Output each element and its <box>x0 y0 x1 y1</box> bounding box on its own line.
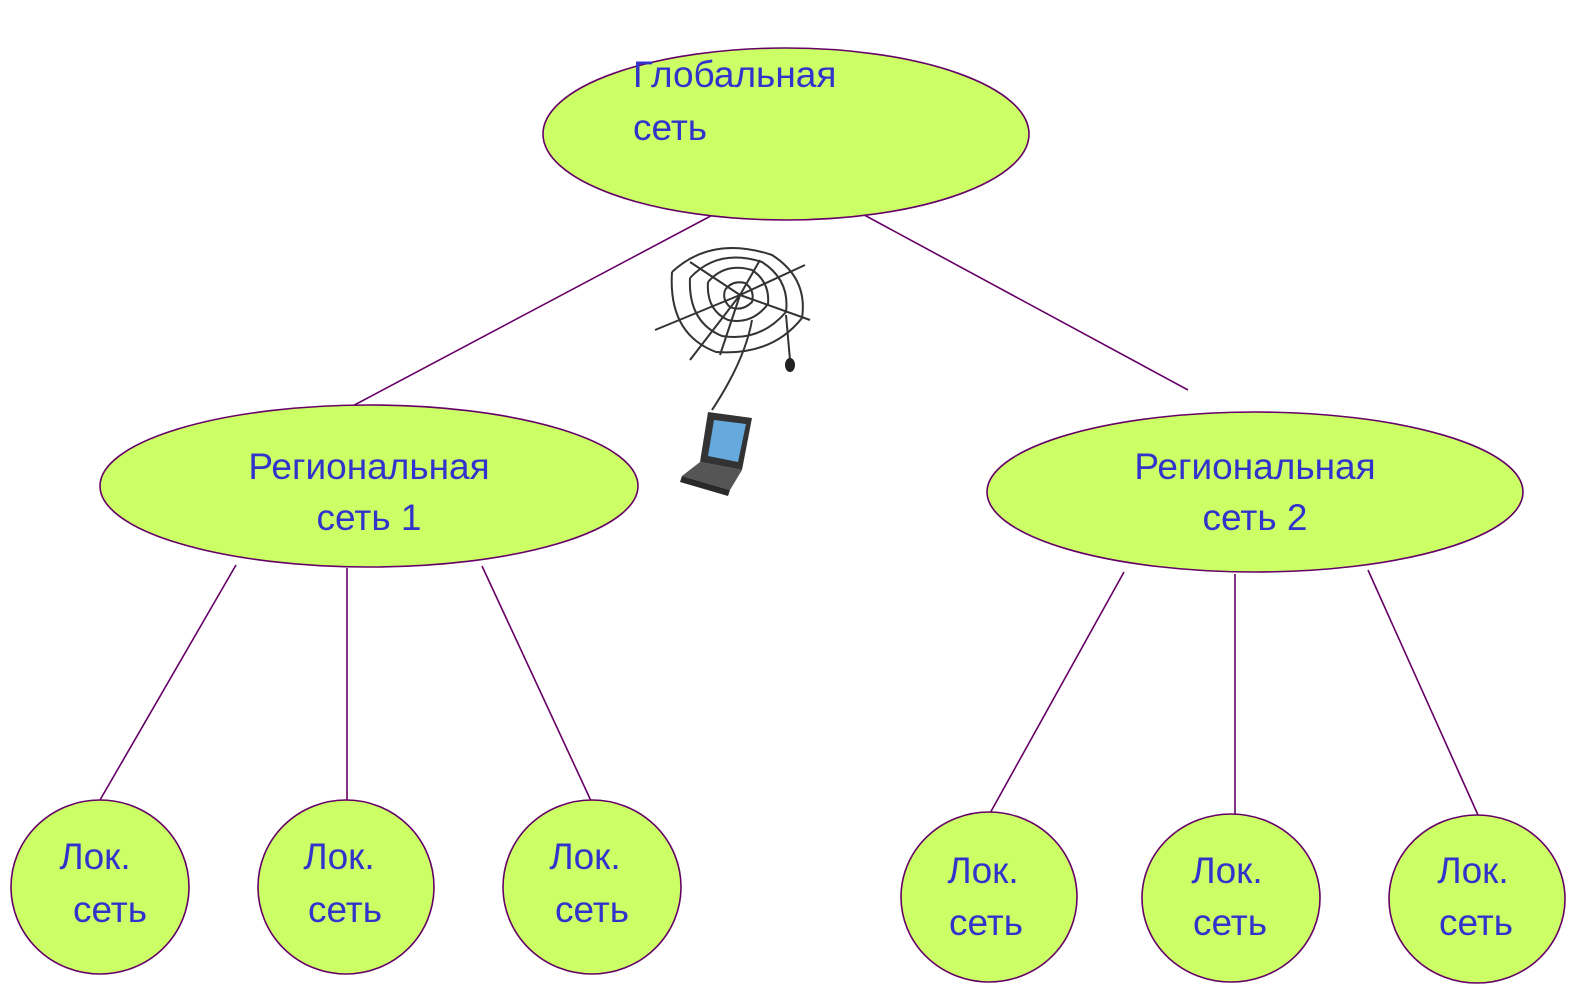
local-node-5-label-line2: сеть <box>1193 902 1267 943</box>
edge-global-regional-1 <box>344 209 723 411</box>
local-node-6-label-line2: сеть <box>1439 902 1513 943</box>
regional-node-2-label-line2: сеть 2 <box>1203 497 1308 538</box>
local-node-4-label-line1: Лок. <box>947 850 1018 891</box>
local-network-node-5: Лок. сеть <box>1141 813 1321 983</box>
laptop-icon <box>680 412 752 496</box>
local-node-3-label-line1: Лок. <box>549 836 620 877</box>
edge-regional-1-local-1 <box>99 564 237 801</box>
regional-network-node-2: Региональная сеть 2 <box>986 411 1524 573</box>
local-network-node-6: Лок. сеть <box>1388 814 1566 984</box>
local-node-6-label-line1: Лок. <box>1437 850 1508 891</box>
regional-node-2-label-line1: Региональная <box>1134 446 1375 487</box>
edge-regional-2-local-6 <box>1367 569 1479 816</box>
local-network-node-3: Лок. сеть <box>502 799 682 975</box>
edges <box>99 209 1479 816</box>
local-network-node-1: Лок. сеть <box>10 799 190 975</box>
regional-node-1-label-line2: сеть 1 <box>317 497 422 538</box>
local-node-1-label-line1: Лок. <box>59 836 130 877</box>
global-node-label-line1: Глобальная <box>633 54 836 95</box>
edge-regional-1-local-3 <box>481 565 593 804</box>
regional-network-node-1: Региональная сеть 1 <box>99 404 639 568</box>
local-node-5-label-line1: Лок. <box>1191 850 1262 891</box>
edge-global-regional-2 <box>854 209 1189 391</box>
local-node-2-label-line1: Лок. <box>303 836 374 877</box>
global-network-node: Глобальная сеть <box>542 47 1030 221</box>
local-node-4-label-line2: сеть <box>949 902 1023 943</box>
local-network-node-2: Лок. сеть <box>257 799 435 975</box>
edge-regional-2-local-4 <box>988 571 1125 816</box>
spider-web-icon <box>654 246 811 411</box>
global-node-label-line2: сеть <box>633 107 707 148</box>
regional-node-1-label-line1: Региональная <box>248 446 489 487</box>
local-network-node-4: Лок. сеть <box>900 811 1078 983</box>
local-node-2-label-line2: сеть <box>308 889 382 930</box>
local-node-1-label-line2: сеть <box>73 889 147 930</box>
local-node-3-label-line2: сеть <box>555 889 629 930</box>
